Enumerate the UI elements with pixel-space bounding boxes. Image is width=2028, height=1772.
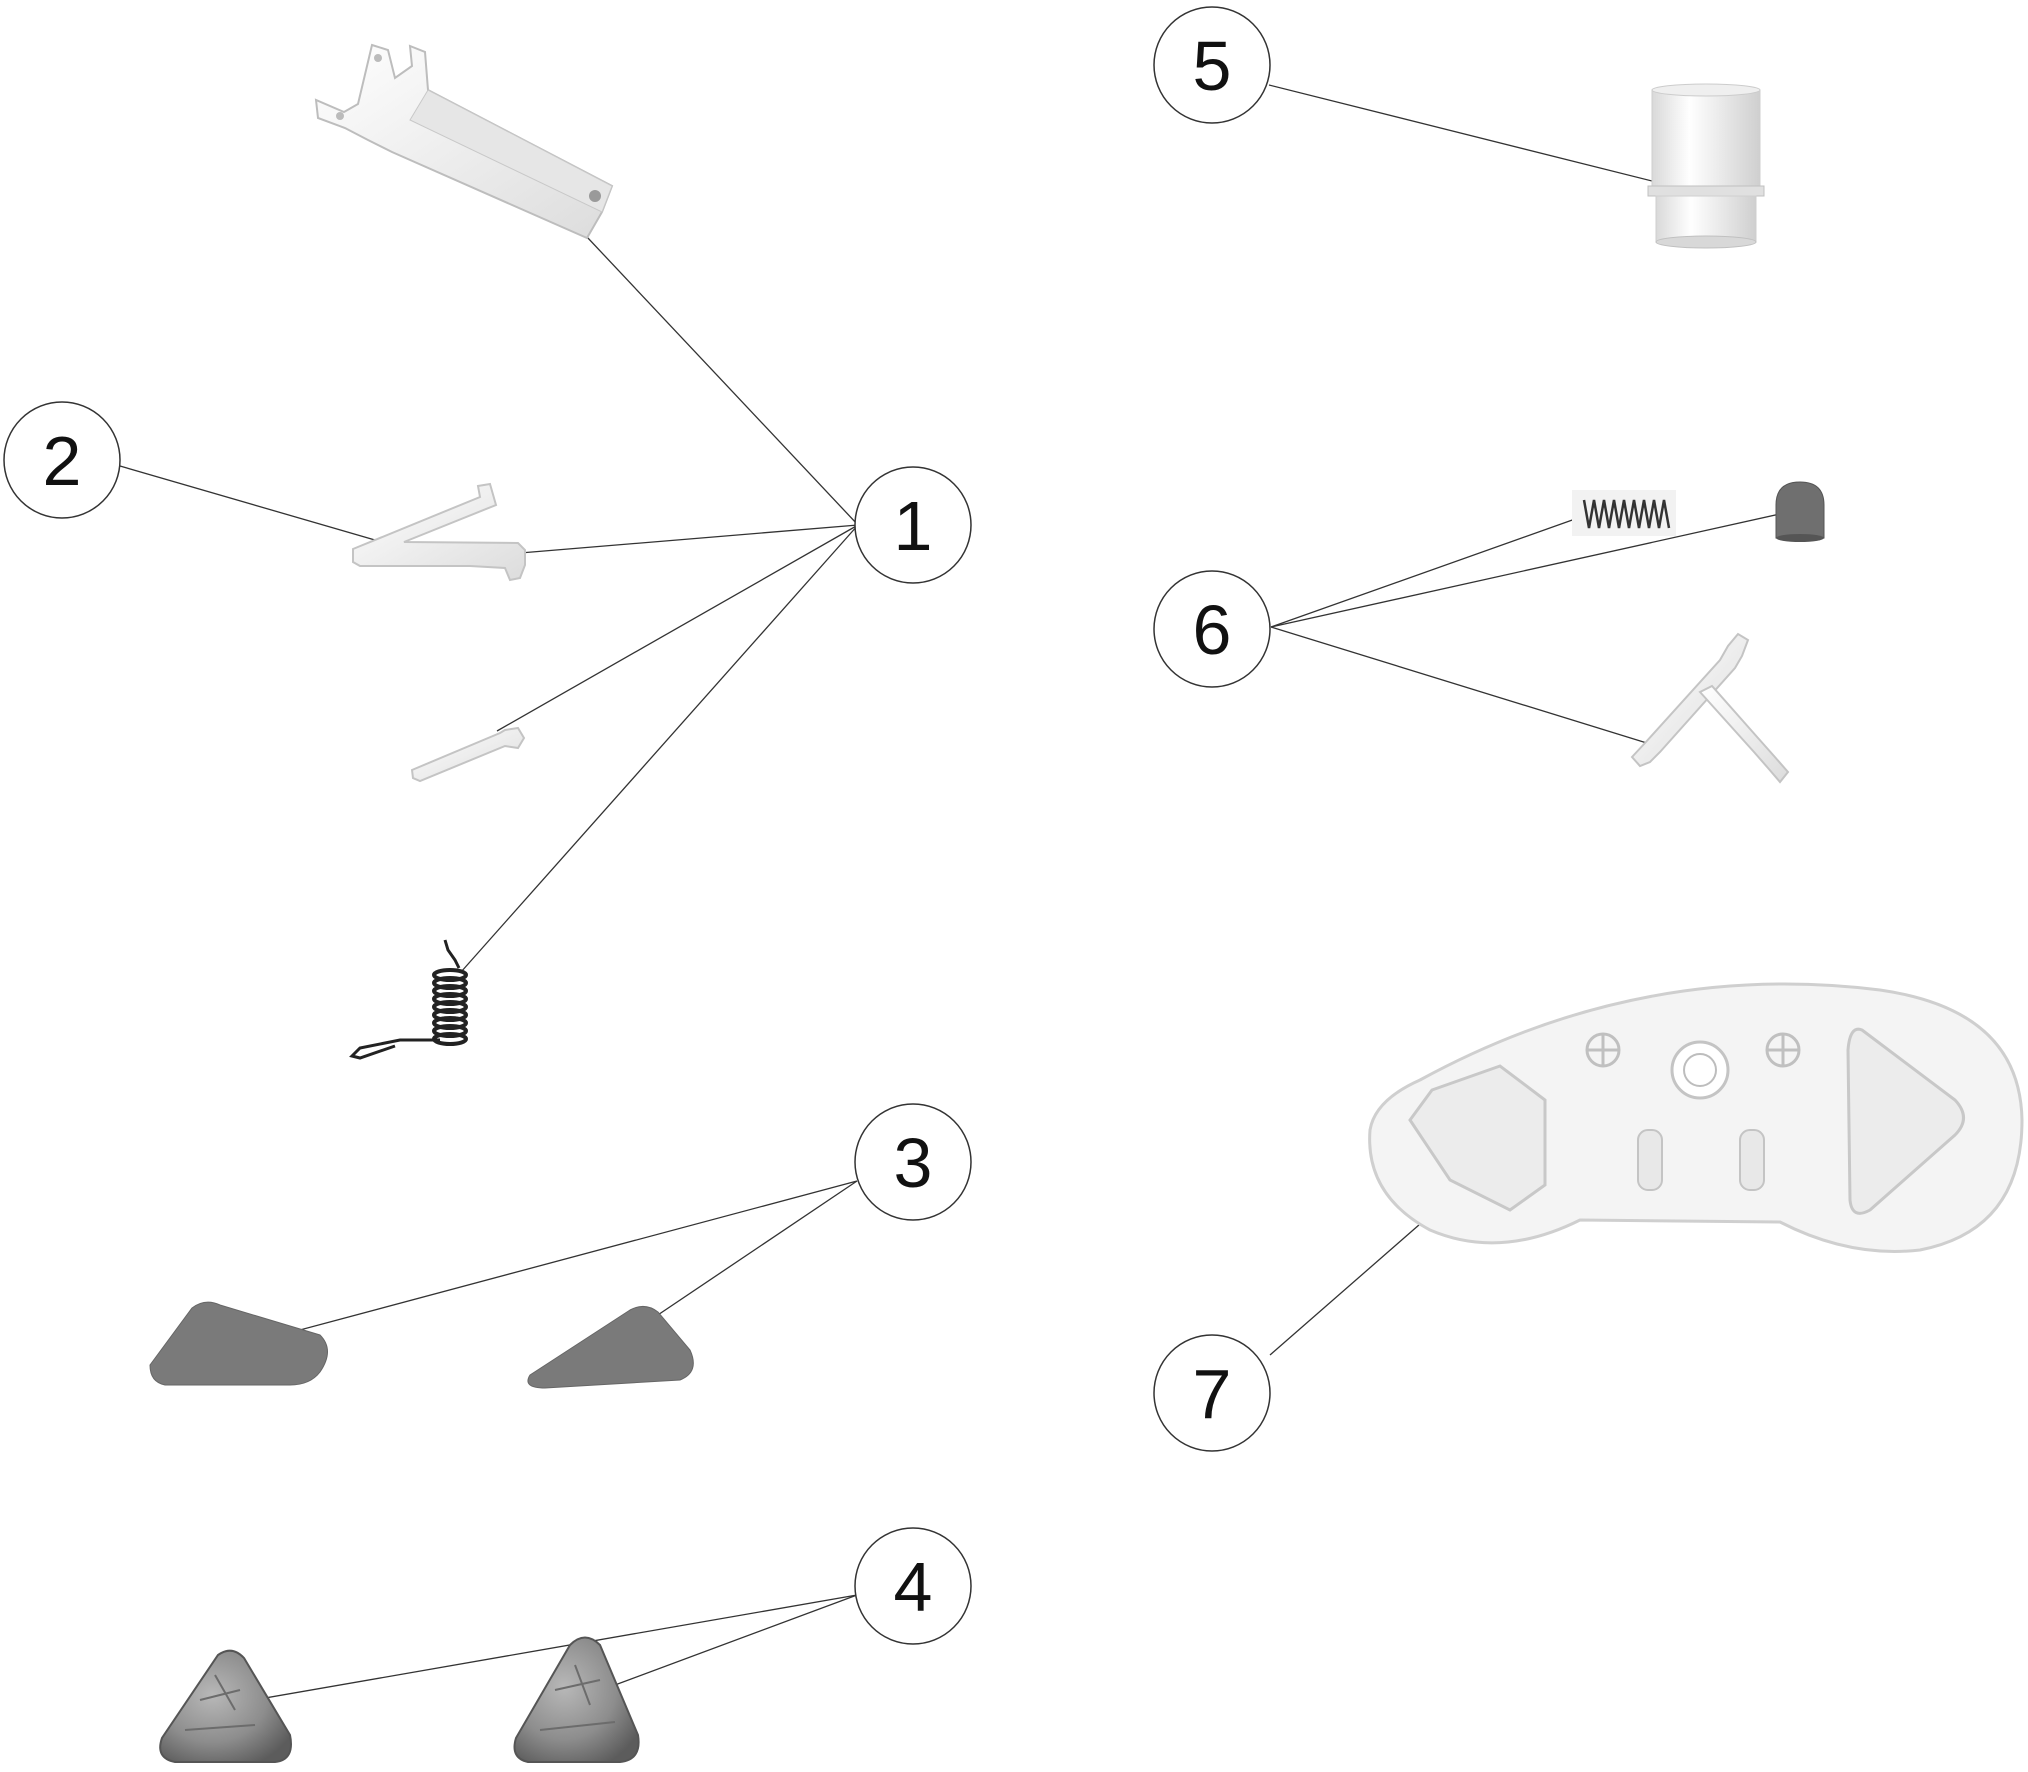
plunger-part <box>1630 632 1790 784</box>
callout-5-label: 5 <box>1193 27 1232 105</box>
leader-lines <box>119 84 1799 1706</box>
leader-3-right <box>639 1180 858 1328</box>
compression-spring-part <box>1572 490 1676 536</box>
tension-spring-part <box>349 939 468 1060</box>
callout-4-label: 4 <box>894 1548 933 1626</box>
callout-7-label: 7 <box>1193 1355 1232 1433</box>
leader-6-cap <box>1270 509 1799 628</box>
leader-1-pin <box>496 524 859 732</box>
callout-1-label: 1 <box>894 487 933 565</box>
weight-left-part <box>159 1649 292 1763</box>
gasket-right-part <box>527 1306 694 1389</box>
callout-2-label: 2 <box>43 422 82 500</box>
weight-right-part <box>513 1636 640 1763</box>
pin-part <box>410 726 526 783</box>
leader-4-right <box>587 1594 858 1696</box>
callout-1: 1 <box>854 466 972 584</box>
leader-4-left <box>224 1594 858 1706</box>
leader-5 <box>1268 84 1673 187</box>
callout-7: 7 <box>1153 1334 1271 1452</box>
bushing-part <box>1647 83 1765 249</box>
spring-cap-part <box>1775 481 1825 542</box>
mounting-plate-part <box>1368 982 2024 1253</box>
callout-6: 6 <box>1153 570 1271 688</box>
lever-arm-part <box>352 482 526 582</box>
gasket-left-part <box>149 1301 328 1386</box>
leader-2 <box>119 465 393 546</box>
leader-1-spring <box>460 524 859 973</box>
callout-6-label: 6 <box>1193 591 1232 669</box>
leader-6-spring <box>1270 512 1593 628</box>
leader-1-lever <box>519 524 859 554</box>
callout-4: 4 <box>854 1527 972 1645</box>
callout-5: 5 <box>1153 6 1271 124</box>
leader-6-plunger <box>1270 626 1651 745</box>
callout-2: 2 <box>3 401 121 519</box>
callout-3: 3 <box>854 1103 972 1221</box>
fork-bracket-part <box>314 43 614 240</box>
callout-3-label: 3 <box>894 1124 933 1202</box>
leader-1-fork <box>586 236 859 526</box>
leader-3-left <box>239 1180 858 1347</box>
